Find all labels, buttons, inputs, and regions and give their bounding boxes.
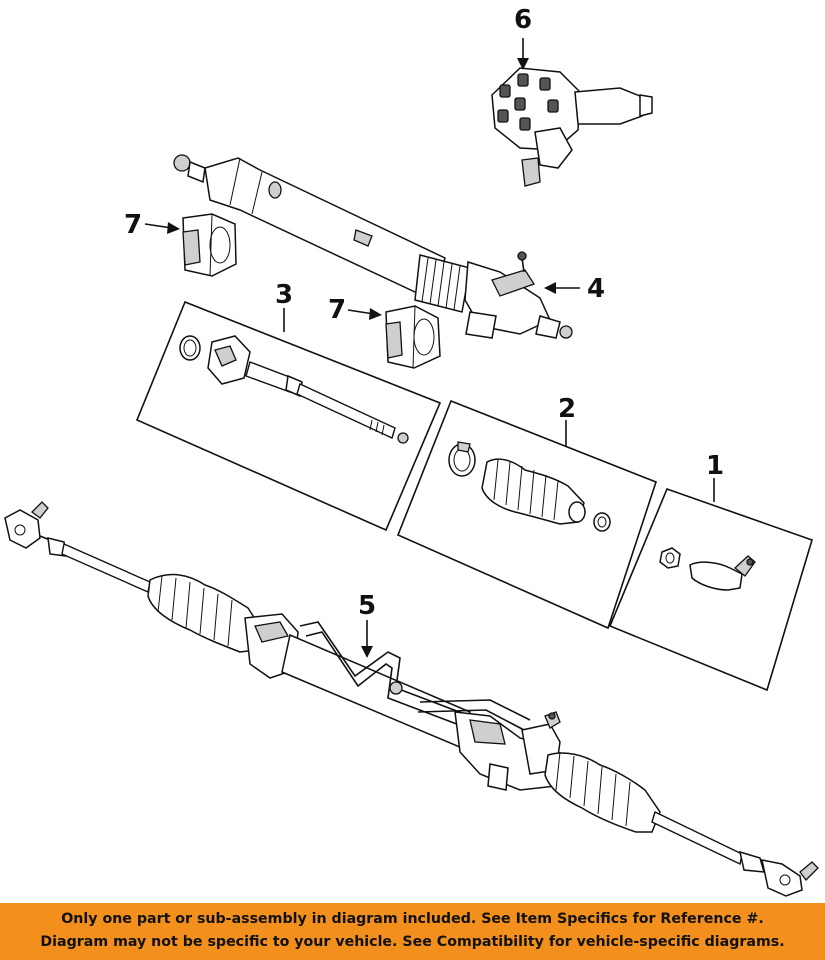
part-6-valve-assembly: 6 — [491, 5, 653, 187]
part-7-bushing-lower — [385, 305, 441, 369]
notice-line-1: Only one part or sub-assembly in diagram… — [61, 911, 764, 927]
notice-line-2: Diagram may not be specific to your vehi… — [40, 934, 785, 950]
part-1-outer-tie-rod-box: 1 — [608, 451, 813, 692]
part-2-boot-kit-box: 2 — [396, 394, 657, 630]
callout-7-upper: 7 — [124, 210, 142, 240]
upper-rack-housing — [173, 154, 573, 339]
callout-4: 4 — [587, 274, 605, 304]
callout-7-lower: 7 — [328, 295, 346, 325]
callout-5: 5 — [358, 591, 376, 621]
part-5-rack-assembly: 5 — [4, 501, 819, 897]
part-3-inner-tie-rod-box: 3 — [135, 280, 442, 532]
steering-rack-diagram: 6 4 7 7 — [4, 5, 819, 897]
notice-banner: Only one part or sub-assembly in diagram… — [0, 903, 825, 960]
callout-2: 2 — [558, 394, 576, 424]
callout-3: 3 — [275, 280, 293, 310]
part-7-bushing-upper — [182, 213, 237, 277]
callout-1: 1 — [706, 451, 724, 481]
callout-6: 6 — [514, 5, 532, 35]
